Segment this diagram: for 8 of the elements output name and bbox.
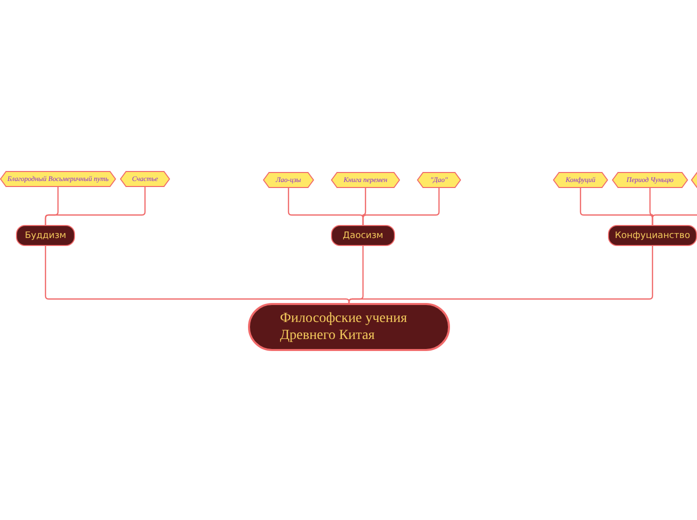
connector-line (362, 188, 440, 225)
connector-line (348, 246, 654, 304)
branch-topic: Буддизм (16, 225, 75, 246)
connector-line (44, 246, 350, 304)
central-topic: Философские учения Древнего Китая (248, 303, 450, 351)
branch-topic: Конфуцианство (608, 225, 697, 246)
connector-line (44, 187, 146, 225)
branch-topic: Даосизм (331, 225, 395, 246)
